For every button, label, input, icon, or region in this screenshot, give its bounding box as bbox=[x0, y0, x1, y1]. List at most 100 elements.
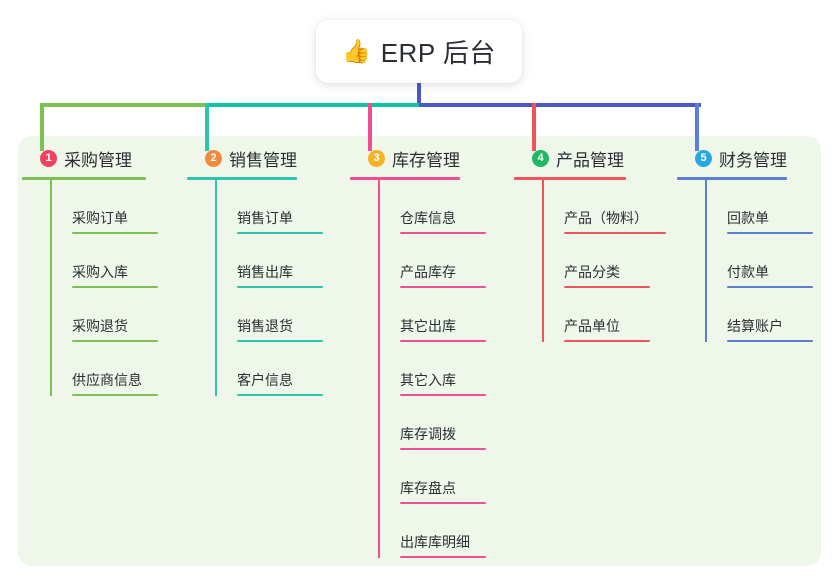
list-item-underline bbox=[400, 448, 486, 450]
list-item[interactable]: 采购订单 bbox=[50, 180, 158, 234]
column-header-2[interactable]: 2 销售管理 bbox=[187, 145, 323, 171]
column-items-5: 回款单付款单结算账户 bbox=[705, 180, 813, 342]
list-item[interactable]: 付款单 bbox=[705, 234, 813, 288]
diagram-panel-background bbox=[18, 136, 821, 566]
list-item-underline bbox=[400, 286, 486, 288]
list-item-underline bbox=[72, 232, 158, 234]
list-item[interactable]: 销售出库 bbox=[215, 234, 323, 288]
list-item-label: 结算账户 bbox=[727, 318, 783, 334]
column-badge-3: 3 bbox=[368, 149, 385, 167]
connector-drop-4 bbox=[532, 103, 536, 151]
list-item-label: 销售出库 bbox=[237, 264, 293, 280]
connector-drop-3 bbox=[368, 103, 372, 151]
list-item-label: 产品库存 bbox=[400, 264, 456, 280]
list-item-underline bbox=[237, 394, 323, 396]
list-item-label: 采购退货 bbox=[72, 318, 128, 334]
column-header-1[interactable]: 1 采购管理 bbox=[22, 145, 158, 171]
list-item-underline bbox=[727, 286, 813, 288]
list-item[interactable]: 采购入库 bbox=[50, 234, 158, 288]
column-title-4: 产品管理 bbox=[556, 150, 624, 170]
list-item-underline bbox=[72, 286, 158, 288]
list-item[interactable]: 库存调拨 bbox=[378, 396, 486, 450]
connector-drop-2 bbox=[205, 103, 209, 151]
column-spine-4 bbox=[542, 180, 544, 342]
list-item-underline bbox=[727, 232, 813, 234]
column-items-1: 采购订单采购入库采购退货供应商信息 bbox=[50, 180, 158, 396]
column-title-2: 销售管理 bbox=[229, 150, 297, 170]
list-item[interactable]: 回款单 bbox=[705, 180, 813, 234]
column-badge-1: 1 bbox=[40, 149, 57, 167]
column-items-4: 产品（物料） 产品分类产品单位 bbox=[542, 180, 666, 342]
list-item-underline bbox=[400, 232, 486, 234]
list-item-label: 采购订单 bbox=[72, 210, 128, 226]
connector-drop-5 bbox=[695, 103, 699, 151]
list-item-underline bbox=[564, 286, 650, 288]
column-header-4[interactable]: 4 产品管理 bbox=[514, 145, 666, 171]
column-badge-5: 5 bbox=[695, 149, 712, 167]
list-item-underline bbox=[237, 286, 323, 288]
connector-bus-right bbox=[419, 103, 701, 107]
column-header-3[interactable]: 3 库存管理 bbox=[350, 145, 486, 171]
list-item-label: 其它出库 bbox=[400, 318, 456, 334]
list-item-label: 产品（物料） bbox=[564, 210, 648, 226]
column-2: 2 销售管理销售订单销售出库销售退货客户信息 bbox=[187, 145, 323, 396]
list-item[interactable]: 销售退货 bbox=[215, 288, 323, 342]
column-badge-4: 4 bbox=[532, 149, 549, 167]
list-item-label: 销售订单 bbox=[237, 210, 293, 226]
column-title-1: 采购管理 bbox=[64, 150, 132, 170]
list-item-label: 产品分类 bbox=[564, 264, 620, 280]
column-underline-4 bbox=[514, 177, 626, 180]
list-item-underline bbox=[237, 232, 323, 234]
list-item[interactable]: 其它入库 bbox=[378, 342, 486, 396]
list-item-underline bbox=[400, 340, 486, 342]
list-item[interactable]: 结算账户 bbox=[705, 288, 813, 342]
list-item-underline bbox=[400, 502, 486, 504]
column-underline-5 bbox=[677, 177, 787, 180]
column-spine-2 bbox=[215, 180, 217, 396]
list-item-label: 回款单 bbox=[727, 210, 769, 226]
list-item[interactable]: 产品分类 bbox=[542, 234, 666, 288]
root-node-erp-backend[interactable]: 👍 ERP 后台 bbox=[316, 20, 522, 83]
column-1: 1 采购管理采购订单采购入库采购退货供应商信息 bbox=[22, 145, 158, 396]
list-item[interactable]: 出库库明细 bbox=[378, 504, 486, 558]
list-item-underline bbox=[400, 394, 486, 396]
list-item[interactable]: 采购退货 bbox=[50, 288, 158, 342]
column-underline-2 bbox=[187, 177, 297, 180]
list-item[interactable]: 销售订单 bbox=[215, 180, 323, 234]
list-item-label: 出库库明细 bbox=[400, 534, 470, 550]
list-item[interactable]: 其它出库 bbox=[378, 288, 486, 342]
list-item-underline bbox=[237, 340, 323, 342]
column-4: 4 产品管理产品（物料） 产品分类产品单位 bbox=[514, 145, 666, 342]
list-item-label: 采购入库 bbox=[72, 264, 128, 280]
column-3: 3 库存管理仓库信息产品库存其它出库其它入库库存调拨库存盘点出库库明细 bbox=[350, 145, 486, 558]
list-item[interactable]: 供应商信息 bbox=[50, 342, 158, 396]
list-item[interactable]: 客户信息 bbox=[215, 342, 323, 396]
list-item-label: 库存盘点 bbox=[400, 480, 456, 496]
list-item-label: 客户信息 bbox=[237, 372, 293, 388]
list-item-label: 销售退货 bbox=[237, 318, 293, 334]
column-title-3: 库存管理 bbox=[392, 150, 460, 170]
column-items-2: 销售订单销售出库销售退货客户信息 bbox=[215, 180, 323, 396]
connector-bus-left bbox=[40, 103, 207, 107]
root-node-title: ERP 后台 bbox=[380, 38, 496, 68]
list-item[interactable]: 产品（物料） bbox=[542, 180, 666, 234]
column-spine-3 bbox=[378, 180, 380, 558]
list-item-underline bbox=[564, 232, 666, 234]
column-badge-2: 2 bbox=[205, 149, 222, 167]
list-item[interactable]: 产品单位 bbox=[542, 288, 666, 342]
list-item-label: 产品单位 bbox=[564, 318, 620, 334]
thumbs-up-icon: 👍 bbox=[342, 38, 371, 64]
list-item[interactable]: 库存盘点 bbox=[378, 450, 486, 504]
column-spine-5 bbox=[705, 180, 707, 342]
column-underline-1 bbox=[22, 177, 146, 180]
list-item-label: 供应商信息 bbox=[72, 372, 142, 388]
list-item[interactable]: 仓库信息 bbox=[378, 180, 486, 234]
list-item[interactable]: 产品库存 bbox=[378, 234, 486, 288]
list-item-underline bbox=[72, 340, 158, 342]
list-item-underline bbox=[72, 394, 158, 396]
connector-drop-1 bbox=[40, 103, 44, 151]
list-item-label: 其它入库 bbox=[400, 372, 456, 388]
list-item-underline bbox=[727, 340, 813, 342]
